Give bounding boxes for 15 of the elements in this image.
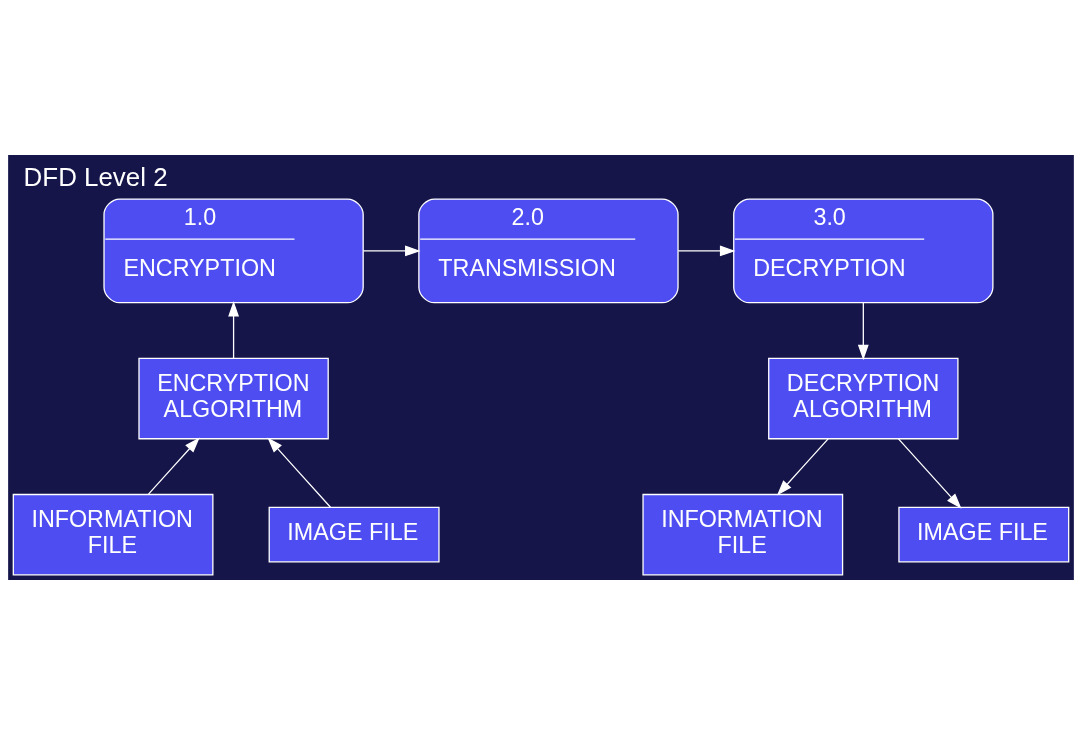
node-box: DECRYPTION ALGORITHM [768,357,959,440]
arrow [677,245,736,257]
arrow [267,437,332,508]
node-box: IMAGE FILE [898,506,1070,563]
node-box: INFORMATION FILE [12,493,214,576]
arrow [147,437,200,495]
arrow [362,245,421,257]
arrow [776,438,829,496]
diagram-title: DFD Level 2 [23,163,168,192]
node-box: ENCRYPTION ALGORITHM [138,357,329,440]
arrow [857,302,869,361]
arrow [228,300,240,359]
node-box: IMAGE FILE [268,506,440,563]
arrow [897,438,962,509]
node-box: INFORMATION FILE [642,493,844,576]
